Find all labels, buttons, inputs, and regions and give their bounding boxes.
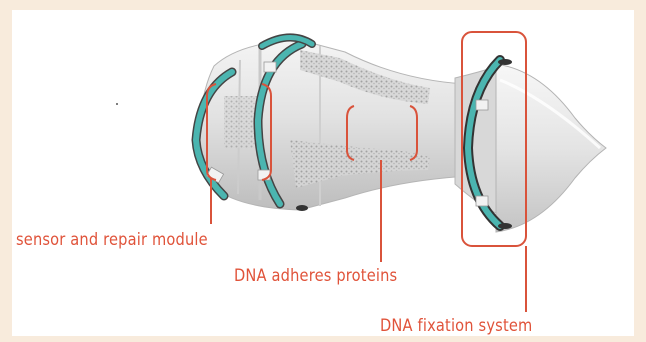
label-sensor-and-repair-module: sensor and repair module — [16, 230, 208, 250]
speck — [116, 103, 118, 105]
label-dna-adheres-proteins: DNA adheres proteins — [234, 266, 397, 286]
label-dna-fixation-system: DNA fixation system — [380, 316, 532, 336]
cone-tip — [496, 64, 606, 232]
